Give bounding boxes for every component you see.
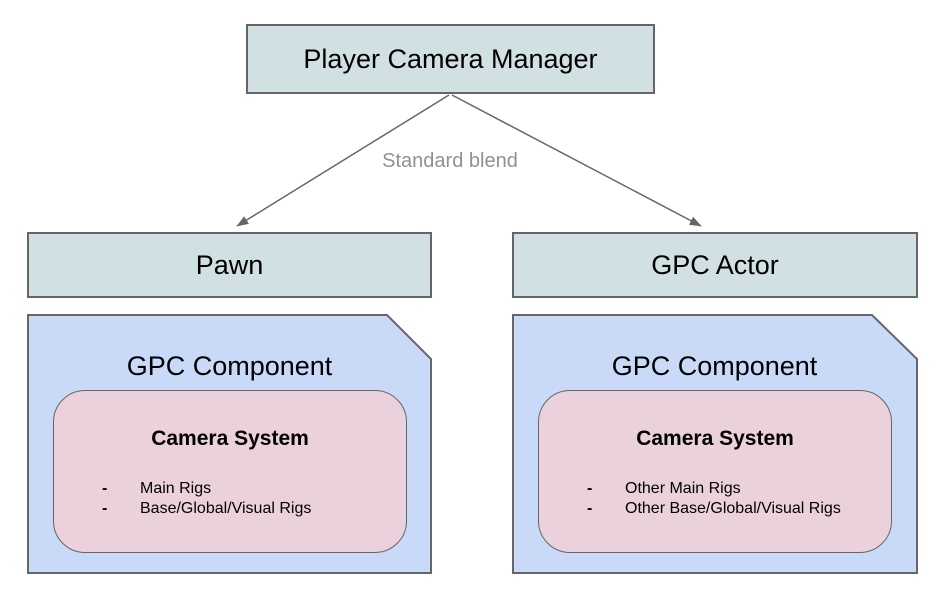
camera-system-rig-list: - Other Main Rigs - Other Base/Global/Vi… — [539, 479, 891, 519]
gpc-component-title: GPC Component — [611, 351, 818, 381]
camera-system-rig-list: - Main Rigs - Base/Global/Visual Rigs — [54, 479, 406, 519]
camera-system-title: Camera System — [636, 427, 794, 450]
gpc-component-title: GPC Component — [126, 351, 333, 381]
arrow-to-pawn — [236, 94, 450, 227]
node-gpc-actor-label: GPC Actor — [651, 249, 779, 280]
list-item: - Base/Global/Visual Rigs — [102, 499, 406, 519]
rig-item-label: Other Base/Global/Visual Rigs — [625, 500, 841, 517]
node-pawn-label: Pawn — [195, 249, 264, 280]
node-pawn: Pawn — [27, 232, 432, 298]
bullet-dash: - — [102, 500, 108, 517]
node-gpc-actor: GPC Actor — [512, 232, 918, 298]
camera-system-title: Camera System — [151, 427, 309, 450]
gpc-component-panel-pawn: GPC Component Camera System - Main Rigs … — [27, 314, 432, 574]
node-player-camera-manager-label: Player Camera Manager — [303, 43, 598, 74]
list-item: - Other Base/Global/Visual Rigs — [587, 499, 891, 519]
bullet-dash: - — [587, 480, 593, 497]
node-player-camera-manager: Player Camera Manager — [246, 24, 655, 94]
arrow-to-gpc-actor — [451, 94, 702, 227]
list-item: - Other Main Rigs — [587, 479, 891, 499]
camera-system-card-actor: Camera System - Other Main Rigs - Other … — [538, 390, 892, 553]
bullet-dash: - — [102, 480, 108, 497]
rig-item-label: Base/Global/Visual Rigs — [140, 500, 312, 517]
rig-item-label: Main Rigs — [140, 480, 212, 497]
gpc-component-panel-actor: GPC Component Camera System - Other Main… — [512, 314, 917, 574]
rig-item-label: Other Main Rigs — [625, 480, 741, 497]
list-item: - Main Rigs — [102, 479, 406, 499]
bullet-dash: - — [587, 500, 593, 517]
camera-system-card-pawn: Camera System - Main Rigs - Base/Global/… — [53, 390, 407, 553]
edge-label-standard-blend: Standard blend — [382, 150, 518, 172]
